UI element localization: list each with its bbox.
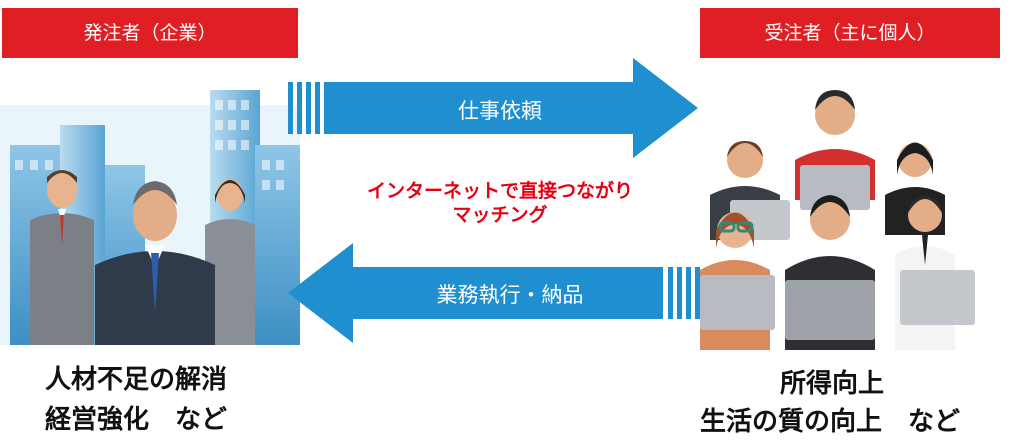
request-arrow-icon [288, 58, 698, 158]
contractor-benefit-1: 所得向上 [780, 369, 885, 399]
center-note-line-2: マッチング [452, 204, 548, 226]
orderer-benefit-1: 人材不足の解消 [45, 365, 228, 395]
request-label: 仕事依頼 [458, 99, 542, 123]
orderer-benefit-2: 経営強化 など [45, 405, 228, 435]
workers-illustration-icon [700, 90, 975, 350]
contractor-banner: 受注者（主に個人） [700, 8, 1000, 58]
center-note-line-1: インターネットで直接つながり [366, 180, 633, 202]
company-illustration-icon [0, 90, 300, 345]
delivery-label: 業務執行・納品 [436, 283, 584, 307]
orderer-banner: 発注者（企業） [2, 8, 298, 58]
contractor-benefit-2: 生活の質の向上 など [700, 407, 961, 437]
delivery-arrow-icon [288, 243, 700, 343]
